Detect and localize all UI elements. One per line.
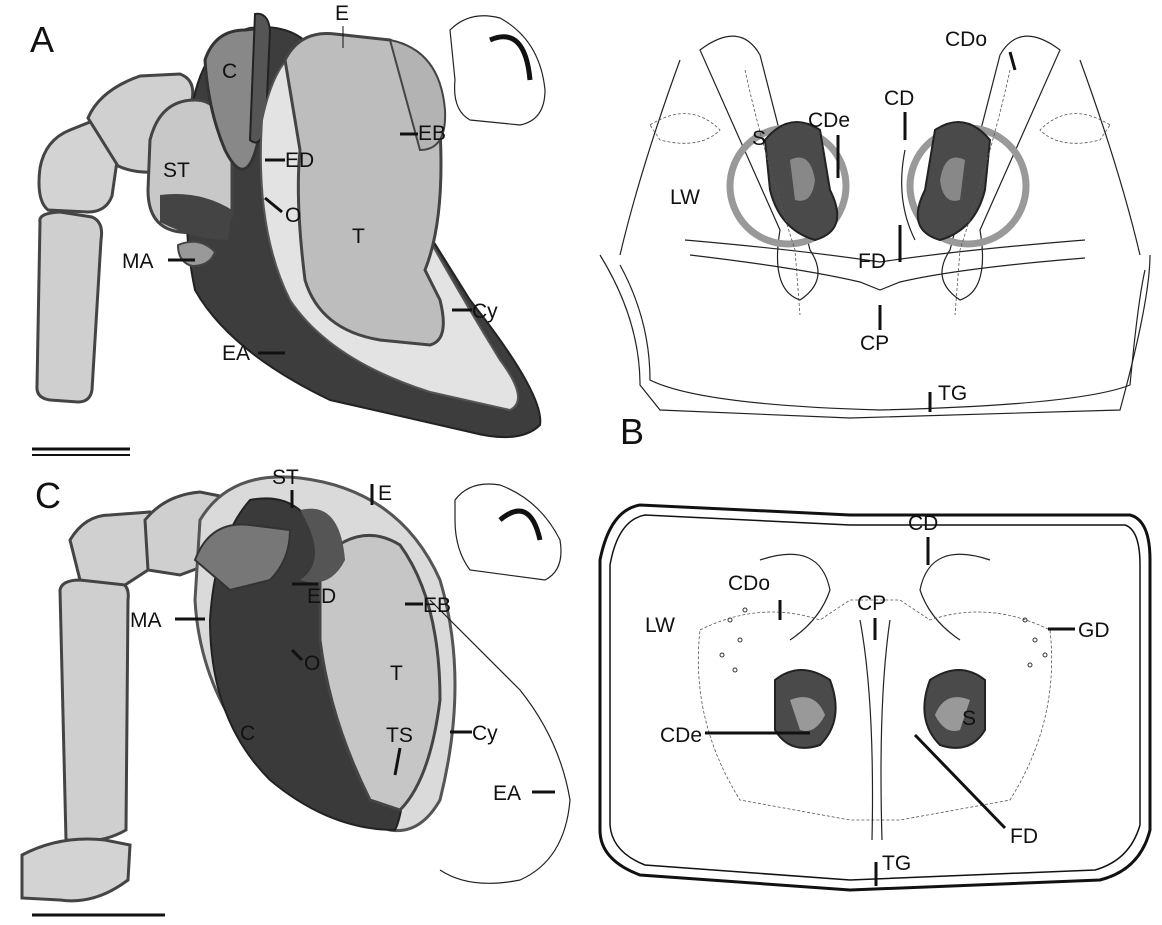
label-a-ea: EA — [222, 342, 250, 365]
palp-c-coxa — [22, 839, 130, 901]
label-a-eb: EB — [418, 122, 446, 145]
panel-b-epigyne-drawing: B CDo CD CDe S LW FD C — [600, 28, 1150, 452]
label-c-ma: MA — [130, 609, 162, 632]
label-d-fd: FD — [1010, 825, 1038, 848]
label-b-cde: CDe — [808, 109, 850, 132]
label-b-lw: LW — [670, 186, 700, 209]
panel-c-inset-embolus — [500, 511, 540, 540]
label-c-st: ST — [272, 466, 299, 489]
label-a-cy: Cy — [472, 300, 498, 323]
label-a-st: ST — [163, 159, 190, 182]
label-b-cdo: CDo — [945, 28, 987, 51]
panel-c-palp-drawing: C ST E ED EB MA O T Cy TS — [22, 466, 570, 915]
label-c-c: C — [240, 722, 255, 745]
panel-b-letter: B — [620, 411, 644, 452]
label-d-s: S — [962, 707, 976, 730]
label-a-t: T — [352, 225, 365, 248]
panel-d-vulva-drawing: CD CDo CP GD LW CDe S FD TG — [600, 505, 1150, 890]
label-b-cd: CD — [884, 87, 914, 110]
palp-femur — [37, 212, 102, 402]
label-d-gd: GD — [1078, 619, 1110, 642]
label-d-cp: CP — [857, 592, 886, 615]
label-c-eb: EB — [423, 594, 451, 617]
label-a-c: C — [222, 60, 237, 83]
panel-a-letter: A — [30, 19, 54, 60]
label-a-o: O — [285, 204, 301, 227]
vulva-duct-right — [920, 554, 990, 640]
label-c-ts: TS — [386, 724, 413, 747]
vulva-outline — [600, 505, 1150, 890]
label-a-ed: ED — [285, 149, 314, 172]
epigyne-copulatory-plate — [690, 255, 1085, 290]
label-c-o: O — [304, 652, 320, 675]
palp-c-femur — [60, 580, 128, 841]
label-d-cdo: CDo — [728, 572, 770, 595]
label-c-t: T — [390, 662, 403, 685]
vulva-duct-left — [760, 554, 830, 640]
label-d-cde: CDe — [660, 724, 702, 747]
label-c-cy: Cy — [472, 722, 498, 745]
label-d-lw: LW — [645, 614, 675, 637]
label-c-ed: ED — [307, 585, 336, 608]
label-a-ma: MA — [122, 250, 154, 273]
label-d-cd: CD — [908, 512, 938, 535]
palp-c-patella — [70, 512, 155, 585]
panel-c-letter: C — [35, 475, 61, 516]
label-b-tg: TG — [938, 382, 967, 405]
label-b-s: S — [752, 127, 766, 150]
label-a-e: E — [335, 2, 349, 25]
gland-pores — [720, 608, 1047, 672]
panel-a-inset-embolus — [490, 37, 530, 80]
panel-c-inset — [455, 484, 561, 580]
label-d-tg: TG — [882, 852, 911, 875]
label-b-cp: CP — [860, 332, 889, 355]
label-c-e: E — [378, 482, 392, 505]
panel-a-palp-drawing: A E EB ST C ED O T MA — [30, 2, 545, 455]
label-b-fd: FD — [858, 250, 886, 273]
label-c-ea: EA — [493, 782, 521, 805]
